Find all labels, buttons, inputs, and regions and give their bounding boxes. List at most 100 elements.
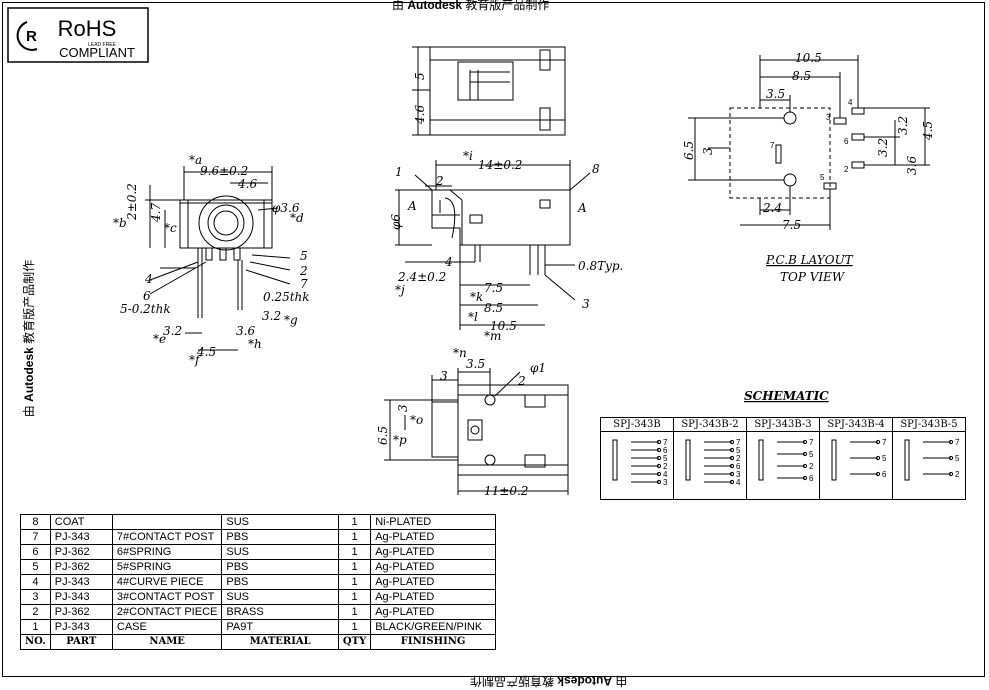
pcb-pin-2: 2 <box>844 165 849 174</box>
side-label-m: *m <box>484 329 501 343</box>
schematic-pin-terminal <box>656 439 662 445</box>
bom-cell-part: PJ-343 <box>49 619 113 635</box>
pcb-dim-3.2b: 3.2 <box>876 138 890 157</box>
schematic-pin-label: 5 <box>882 454 887 463</box>
bom-cell-material: PBS <box>221 574 339 590</box>
pcb-subtitle: TOP VIEW <box>780 270 846 284</box>
schematic-pin-terminal <box>656 479 662 485</box>
front-f-value: 4.5 <box>196 345 216 359</box>
side-section-a-right: A <box>577 201 587 215</box>
schematic-pin-label: 4 <box>663 470 668 479</box>
front-e-value: 3.2 <box>163 324 182 338</box>
schematic-pin-label: 5 <box>955 454 960 463</box>
bom-cell-qty: 1 <box>337 604 372 620</box>
schematic-pin-label: 6 <box>882 470 887 479</box>
bom-cell-finishing: Ag-PLATED <box>370 529 496 545</box>
bottom-label-o: *o <box>410 413 423 427</box>
schematic-pin-terminal <box>948 471 954 477</box>
schematic-pin-terminal <box>802 439 808 445</box>
top-view <box>412 46 566 136</box>
bom-cell-material: PBS <box>221 529 339 545</box>
front-dia: φ3.6 <box>272 201 300 215</box>
schematic-pin-label: 3 <box>663 478 668 487</box>
schematic-pin-terminal <box>948 439 954 445</box>
bom-cell-part: PJ-343 <box>49 574 113 590</box>
pcb-dim-10.5: 10.5 <box>795 51 822 65</box>
rohs-label: COMPLIANT <box>59 45 135 60</box>
bom-cell-finishing: Ag-PLATED <box>370 589 496 605</box>
bom-cell-part: PJ-343 <box>49 589 113 605</box>
jack-body-icon <box>831 439 837 481</box>
bom-cell-part: PJ-362 <box>49 544 113 560</box>
bottom-label-n: *n <box>453 346 467 360</box>
schematic-pin-terminal <box>875 471 881 477</box>
bom-cell-qty: 1 <box>337 529 372 545</box>
bom-header-finishing: FINISHING <box>370 634 496 650</box>
schematic-pin-terminal <box>729 463 735 469</box>
schematic-pin-terminal <box>656 471 662 477</box>
schematic-pin-label: 5 <box>809 450 814 459</box>
schematic-pin-label: 7 <box>809 438 814 447</box>
front-label-e: *e <box>153 332 166 346</box>
pcb-dim-8.5: 8.5 <box>792 69 811 83</box>
side-view <box>395 160 591 330</box>
bom-cell-qty: 1 <box>337 589 372 605</box>
top-dim-5: 5 <box>413 72 427 80</box>
bom-header-no: NO. <box>20 634 51 650</box>
pcb-title: P.C.B LAYOUT <box>765 253 854 267</box>
front-3.6: 3.6 <box>236 324 255 338</box>
front-view <box>145 166 291 351</box>
bom-cell-finishing: Ag-PLATED <box>370 574 496 590</box>
schematic-pin-terminal <box>729 479 735 485</box>
schematic-pin-terminal <box>729 455 735 461</box>
bom-cell-name: 6#SPRING <box>111 544 223 560</box>
pcb-dim-7.5: 7.5 <box>782 218 801 232</box>
rohs-sub: LEAD FREE <box>88 42 116 48</box>
pcb-dim-3.5: 3.5 <box>766 87 785 101</box>
side-dim-8.5: 8.5 <box>484 301 503 315</box>
front-thk1: 5-0.2thk <box>120 302 171 316</box>
front-label-c: *c <box>164 221 177 235</box>
bom-header-qty: QTY <box>337 634 372 650</box>
jack-body-icon <box>612 439 618 481</box>
bom-cell-no: 8 <box>20 514 51 530</box>
side-dia: φ6 <box>389 214 403 230</box>
bom-cell-no: 3 <box>20 589 51 605</box>
schematic-pin-label: 3 <box>736 470 741 479</box>
bom-cell-name: 2#CONTACT PIECE <box>111 604 223 620</box>
bom-cell-name: 7#CONTACT POST <box>111 529 223 545</box>
bom-cell-part: PJ-362 <box>49 604 113 620</box>
side-callout-2: 2 <box>435 174 444 188</box>
pcb-layout <box>688 55 930 230</box>
side-section-a-left: A <box>407 199 417 213</box>
bom-cell-no: 7 <box>20 529 51 545</box>
schematic-pin-terminal <box>729 471 735 477</box>
schematic-pin-label: 2 <box>955 470 960 479</box>
front-label-g: *g <box>284 313 298 327</box>
schematic-pin-terminal <box>802 451 808 457</box>
schematic-pin-label: 6 <box>663 446 668 455</box>
pcb-dim-6.5: 6.5 <box>682 141 696 160</box>
bom-cell-name <box>111 514 223 530</box>
bom-cell-material: SUS <box>221 589 339 605</box>
pcb-pin-7: 7 <box>770 141 775 150</box>
front-callout-6: 6 <box>143 289 151 303</box>
side-callout-8: 8 <box>592 162 600 176</box>
bottom-view <box>384 368 569 495</box>
bom-cell-qty: 1 <box>337 514 372 530</box>
schematic-pin-terminal <box>729 439 735 445</box>
bom-cell-no: 5 <box>20 559 51 575</box>
bottom-dim-3.5: 3.5 <box>466 357 485 371</box>
pcb-pin-6: 6 <box>844 137 849 146</box>
front-label-h: *h <box>248 337 262 351</box>
bom-cell-qty: 1 <box>337 574 372 590</box>
side-label-j: *j <box>395 283 405 297</box>
front-width2: 4.6 <box>237 177 257 191</box>
